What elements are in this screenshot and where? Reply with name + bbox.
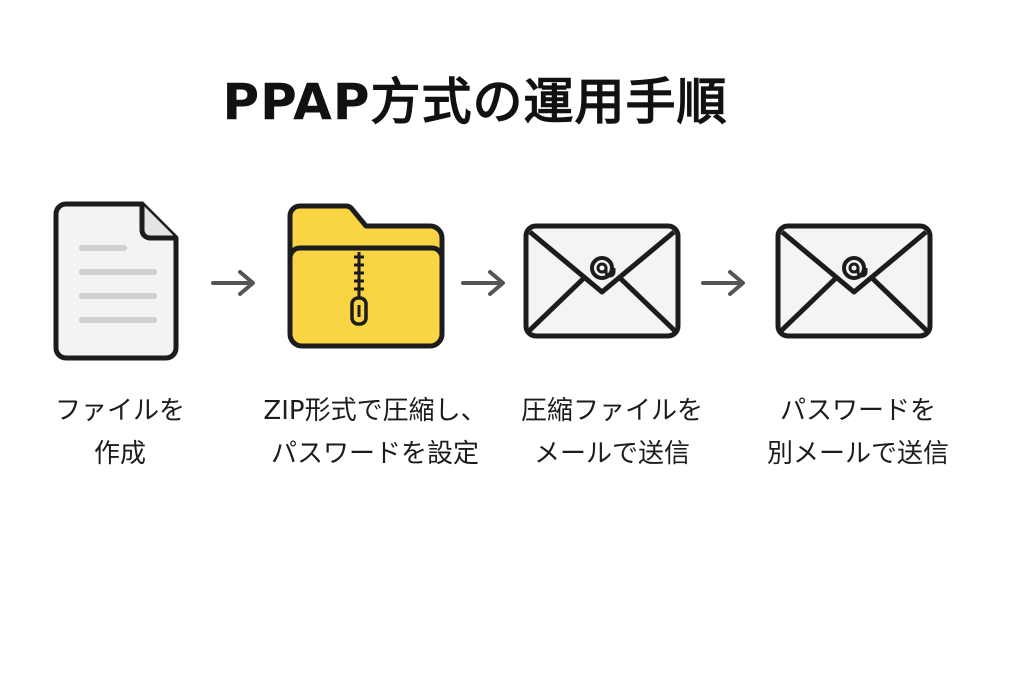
email-envelope-icon xyxy=(523,223,681,339)
step-label-line: メールで送信 xyxy=(533,439,690,469)
arrow-right-icon xyxy=(461,270,505,296)
step-label-line: パスワードを xyxy=(779,396,936,426)
step-label-line: 別メールで送信 xyxy=(766,439,949,469)
step-label: ZIP形式で圧縮し、 パスワードを設定 xyxy=(255,390,495,476)
step-label: ファイルを 作成 xyxy=(0,390,240,476)
step-label-line: パスワードを設定 xyxy=(270,439,479,469)
email-envelope-icon xyxy=(775,223,933,339)
zip-folder-icon xyxy=(287,203,445,349)
step-label-line: 圧縮ファイルを xyxy=(520,396,703,426)
diagram-title: PPAP方式の運用手順 xyxy=(222,73,728,131)
step-label-line: 作成 xyxy=(93,439,146,469)
step-label-line: ファイルを xyxy=(54,396,185,426)
document-icon xyxy=(53,201,179,361)
step-label: 圧縮ファイルを メールで送信 xyxy=(492,390,732,476)
arrow-right-icon xyxy=(701,270,745,296)
step-label: パスワードを 別メールで送信 xyxy=(738,390,978,476)
arrow-right-icon xyxy=(211,270,255,296)
step-label-line: ZIP形式で圧縮し、 xyxy=(263,396,487,426)
